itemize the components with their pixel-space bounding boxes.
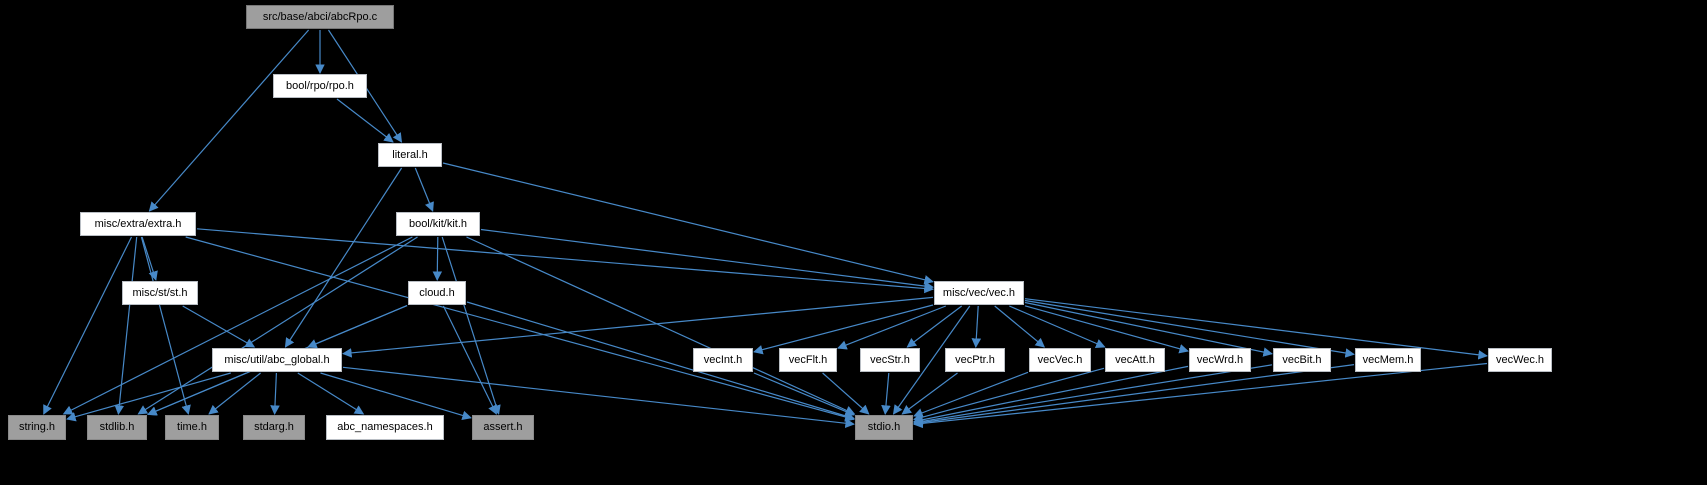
include-edge-extra-to-stdlib [114,236,138,415]
graph-node-vecBit[interactable]: vecBit.h [1273,348,1331,372]
include-edge-vecWrd-to-stdio [913,365,1189,425]
graph-node-vecAtt[interactable]: vecAtt.h [1105,348,1165,372]
include-edge-literal-to-kit [414,167,434,212]
include-edge-vec-to-vecPtr [971,305,982,348]
graph-node-assert: assert.h [472,415,534,440]
include-edge-vecMem-to-stdio [913,364,1355,428]
graph-node-vecFlt[interactable]: vecFlt.h [779,348,837,372]
include-edge-extra-to-vec [196,228,934,294]
include-edge-vec-to-stdio [892,305,971,415]
graph-node-cloud[interactable]: cloud.h [408,281,466,305]
graph-node-st[interactable]: misc/st/st.h [122,281,198,305]
include-edge-abc_global-to-string [66,372,231,422]
include-edge-cloud-to-assert [442,305,497,415]
include-edge-vec-to-vecWrd [1024,305,1189,354]
include-edge-vec-to-abc_global [342,296,934,358]
include-edge-cloud-to-stdio [466,301,855,421]
include-edge-extra-to-st [141,236,158,281]
include-edge-vec-to-vecFlt [837,305,947,350]
include-edge-vec-to-vecBit [1024,301,1273,357]
graph-node-kit[interactable]: bool/kit/kit.h [396,212,480,236]
graph-node-vecStr[interactable]: vecStr.h [860,348,920,372]
graph-node-stdarg: stdarg.h [243,415,305,440]
include-edge-kit-to-stdlib [137,236,418,415]
include-edge-vecVec-to-stdio [913,371,1029,418]
include-edge-literal-to-abc_global [284,167,403,348]
include-edge-vecPtr-to-stdio [901,372,958,415]
include-edge-abc_global-to-abc_ns [297,372,365,415]
graph-node-time: time.h [165,415,219,440]
include-edge-abc_global-to-stdarg [270,372,280,415]
include-edge-extra-to-time [140,236,191,415]
graph-node-rpo[interactable]: bool/rpo/rpo.h [273,74,367,98]
graph-node-vecWec[interactable]: vecWec.h [1488,348,1552,372]
include-edge-rpo-to-literal [336,98,394,143]
include-edge-abcRpo-to-extra [148,29,310,212]
include-edge-vecInt-to-stdio [753,372,855,416]
include-edge-vec-to-vecMem [1024,299,1355,358]
include-edge-vec-to-vecAtt [1009,305,1106,348]
graph-node-abc_ns[interactable]: abc_namespaces.h [326,415,444,440]
include-edge-vecStr-to-stdio [881,372,891,415]
graph-node-vecWrd[interactable]: vecWrd.h [1189,348,1251,372]
include-edge-abc_global-to-stdio [342,366,855,429]
graph-node-vec[interactable]: misc/vec/vec.h [934,281,1024,305]
include-edge-abc_global-to-assert [320,372,472,421]
include-edge-vec-to-vecVec [994,305,1046,348]
include-edge-kit-to-string [62,236,413,415]
include-edge-vec-to-vecWec [1024,298,1488,360]
graph-node-literal[interactable]: literal.h [378,143,442,167]
include-edge-kit-to-assert [441,236,501,415]
include-edge-kit-to-vec [480,228,934,291]
include-edge-extra-to-stdio [185,236,855,422]
graph-node-vecPtr[interactable]: vecPtr.h [945,348,1005,372]
include-edge-vecFlt-to-stdio [822,372,870,415]
include-edge-extra-to-string [43,236,133,415]
include-edge-st-to-abc_global [182,305,256,348]
graph-node-extra[interactable]: misc/extra/extra.h [80,212,196,236]
include-edge-literal-to-vec [442,162,934,285]
include-edge-vecWec-to-stdio [913,362,1488,429]
graph-node-stdlib: stdlib.h [87,415,147,440]
include-edge-vecAtt-to-stdio [913,367,1105,422]
include-edge-vec-to-vecInt [753,304,934,355]
graph-node-stdio: stdio.h [855,415,913,440]
graph-node-abc_global[interactable]: misc/util/abc_global.h [212,348,342,372]
include-edge-vecBit-to-stdio [913,364,1273,427]
include-edge-kit-to-stdio [466,236,856,415]
graph-node-string: string.h [8,415,66,440]
include-edge-vec-to-vecStr [906,305,963,348]
graph-node-vecMem[interactable]: vecMem.h [1355,348,1421,372]
include-edge-abc_global-to-stdlib [147,372,247,416]
graph-node-vecInt[interactable]: vecInt.h [693,348,753,372]
include-edge-kit-to-cloud [432,236,443,281]
graph-node-abcRpo: src/base/abci/abcRpo.c [246,5,394,29]
graph-node-vecVec[interactable]: vecVec.h [1029,348,1091,372]
include-edge-abc_global-to-time [208,372,261,415]
